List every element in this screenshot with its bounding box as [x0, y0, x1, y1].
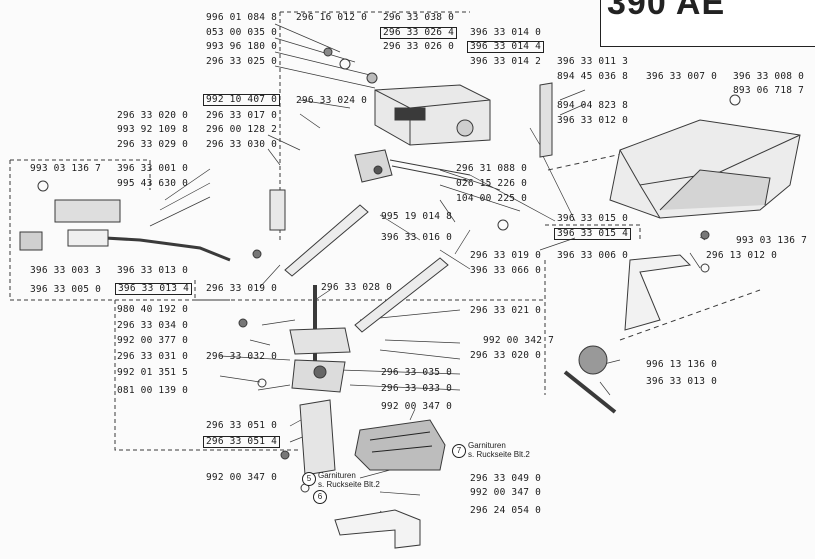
part-number: 296 00 128 2: [206, 124, 278, 135]
part-number: 104 00 225 0: [456, 193, 528, 204]
part-number: 296 33 017 0: [206, 110, 278, 121]
part-number: 396 33 014 0: [470, 27, 542, 38]
housing-block: [374, 84, 491, 146]
part-number: 296 33 051 0: [206, 420, 278, 431]
assembly-outline-center: [114, 275, 546, 451]
part-number: 296 33 034 0: [117, 320, 189, 331]
part-number: 396 33 008 0: [733, 71, 805, 82]
part-number: 993 96 180 0: [206, 41, 278, 52]
part-number: 396 33 001 0: [117, 163, 189, 174]
part-number: 296 33 021 0: [470, 305, 542, 316]
assembly-outline-left: [9, 159, 230, 301]
part-number: 396 33 013 0: [646, 376, 718, 387]
part-number: 396 33 014 4: [467, 41, 545, 53]
part-number: 296 13 012 0: [706, 250, 778, 261]
part-number: 296 33 026 4: [380, 27, 458, 39]
callout-note: Garnituren s. Ruckseite Blt.2: [318, 471, 380, 489]
part-number: 396 33 013 0: [117, 265, 189, 276]
part-number: 992 00 347 0: [381, 401, 453, 412]
assembly-outline-tray: [547, 149, 761, 341]
part-number: 993 03 136 7: [30, 163, 102, 174]
shaft: [389, 159, 471, 182]
title-block: 390 AE: [600, 0, 815, 47]
part-number: 396 33 015 0: [557, 213, 629, 224]
part-number: 992 00 347 0: [470, 487, 542, 498]
part-number: 396 33 066 0: [470, 265, 542, 276]
part-number: 396 33 014 2: [470, 56, 542, 67]
part-number: 296 31 088 0: [456, 163, 528, 174]
part-number: 992 01 351 5: [117, 367, 189, 378]
part-number: 296 33 032 0: [206, 351, 278, 362]
part-number: 396 33 003 3: [30, 265, 102, 276]
part-number: 296 33 049 0: [470, 473, 542, 484]
part-number: 296 33 026 0: [383, 41, 455, 52]
callout-marker: 5: [302, 472, 316, 486]
part-number: 296 33 020 0: [117, 110, 189, 121]
part-number: 396 33 015 4: [554, 228, 632, 240]
callout-note: Garnituren s. Ruckseite Blt.2: [468, 441, 530, 459]
part-number: 996 13 136 0: [646, 359, 718, 370]
assembly-outline-right: [544, 224, 641, 395]
link-bar: [354, 257, 449, 333]
lever: [624, 254, 692, 331]
part-number: 996 01 084 8: [206, 12, 278, 23]
model-title: 390 AE: [607, 0, 726, 22]
part-number: 053 00 035 0: [206, 27, 278, 38]
base-plate: [334, 509, 421, 549]
part-number: 894 45 036 8: [557, 71, 629, 82]
part-number: 296 33 024 0: [296, 95, 368, 106]
knob: [578, 345, 608, 375]
part-number: 894 04 823 8: [557, 100, 629, 111]
part-number: 026 15 226 0: [456, 178, 528, 189]
part-number: 296 33 020 0: [470, 350, 542, 361]
part-number: 980 40 192 0: [117, 304, 189, 315]
part-number: 993 92 109 8: [117, 124, 189, 135]
part-number: 396 33 016 0: [381, 232, 453, 243]
control-block: [354, 149, 393, 183]
callout-note-line: s. Ruckseite Blt.2: [468, 450, 530, 459]
part-number: 296 24 054 0: [470, 505, 542, 516]
part-number: 296 33 051 4: [203, 436, 281, 448]
part-number: 396 33 012 0: [557, 115, 629, 126]
part-number: 296 33 025 0: [206, 56, 278, 67]
callout-note-line: s. Ruckseite Blt.2: [318, 480, 380, 489]
part-number: 296 33 035 0: [381, 367, 453, 378]
callout-note-line: Garnituren: [318, 471, 356, 480]
part-number: 396 33 006 0: [557, 250, 629, 261]
grip: [354, 419, 446, 471]
part-number: 296 33 029 0: [117, 139, 189, 150]
part-number: 396 33 007 0: [646, 71, 718, 82]
part-number: 992 00 342 7: [483, 335, 555, 346]
part-number: 992 00 377 0: [117, 335, 189, 346]
part-number: 993 03 136 7: [736, 235, 808, 246]
part-number: 296 33 033 0: [381, 383, 453, 394]
part-number: 992 00 347 0: [206, 472, 278, 483]
part-number: 081 00 139 0: [117, 385, 189, 396]
part-number: 296 33 019 0: [470, 250, 542, 261]
part-number: 396 33 011 3: [557, 56, 629, 67]
part-number: 995 19 014 8: [381, 211, 453, 222]
part-number: 296 33 028 0: [321, 282, 393, 293]
part-number: 296 16 012 0: [296, 12, 368, 23]
callout-marker: 7: [452, 444, 466, 458]
part-number: 296 33 019 0: [206, 283, 278, 294]
part-number: 296 33 031 0: [117, 351, 189, 362]
callout-note-line: Garnituren: [468, 441, 506, 450]
link-bar: [284, 204, 369, 277]
part-number: 893 06 718 7: [733, 85, 805, 96]
part-number: 396 33 013 4: [115, 283, 193, 295]
callout-marker: 6: [313, 490, 327, 504]
part-number: 396 33 005 0: [30, 284, 102, 295]
part-number: 995 43 630 0: [117, 178, 189, 189]
part-number: 992 10 407 0: [203, 94, 281, 106]
bracket: [299, 399, 336, 476]
part-number: 296 33 030 0: [206, 139, 278, 150]
part-number: 296 33 038 0: [383, 12, 455, 23]
